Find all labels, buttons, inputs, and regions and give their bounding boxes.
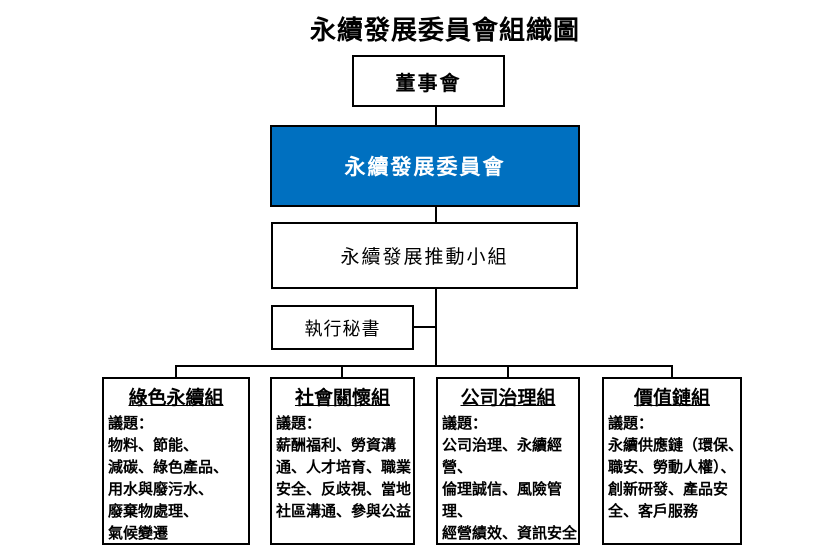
- node-promotion-team-label: 永續發展推動小組: [340, 247, 509, 268]
- group-title: 價值鏈組: [633, 388, 710, 409]
- connector-board-committee: [435, 105, 437, 127]
- connector-groups-horizontal: [175, 365, 673, 367]
- connector-committee-team: [435, 205, 437, 224]
- node-executive-secretary-label: 執行秘書: [304, 318, 381, 339]
- group-topics: 議題： 物料、節能、 減碳、綠色產品、 用水與廢污水、 廢棄物處理、 氣候變遷: [108, 415, 229, 542]
- group-title: 綠色永續組: [128, 388, 224, 409]
- node-executive-secretary: 執行秘書: [271, 305, 414, 350]
- node-committee-label: 永續發展委員會: [344, 156, 506, 179]
- group-topics: 議題： 永續供應鏈（環保、 職安、勞動人權）、 創新研發、產品安 全、客戶服務: [608, 415, 744, 520]
- connector-stub-social-group: [341, 365, 343, 379]
- connector-stub-green-group: [175, 365, 177, 379]
- page-title: 永續發展委員會組織圖: [309, 15, 580, 45]
- group-title: 社會關懷組: [294, 388, 390, 409]
- group-title: 公司治理組: [460, 388, 556, 409]
- group-box-corporate-governance: 公司治理組 議題： 公司治理、永續經 營、 倫理誠信、風險管 理、 經營績效、資…: [436, 377, 580, 545]
- group-box-value-chain: 價值鏈組 議題： 永續供應鏈（環保、 職安、勞動人權）、 創新研發、產品安 全、…: [602, 377, 744, 545]
- group-topics: 議題： 薪酬福利、勞資溝 通、人才培育、職業 安全、反歧視、當地 社區溝通、參與…: [276, 415, 412, 520]
- node-board-of-directors: 董事會: [352, 55, 505, 107]
- connector-stub-value-chain-group: [671, 365, 673, 379]
- connector-secretary: [412, 326, 437, 328]
- group-topics: 議題： 公司治理、永續經 營、 倫理誠信、風險管 理、 經營績效、資訊安全: [442, 415, 578, 542]
- connector-stub-governance-group: [507, 365, 509, 379]
- group-box-green-sustainability: 綠色永續組 議題： 物料、節能、 減碳、綠色產品、 用水與廢污水、 廢棄物處理、…: [102, 377, 250, 545]
- node-board-label: 董事會: [395, 72, 462, 95]
- group-box-social-care: 社會關懷組 議題： 薪酬福利、勞資溝 通、人才培育、職業 安全、反歧視、當地 社…: [270, 377, 415, 545]
- node-sustainability-committee: 永續發展委員會: [270, 125, 580, 207]
- node-promotion-team: 永續發展推動小組: [271, 222, 578, 289]
